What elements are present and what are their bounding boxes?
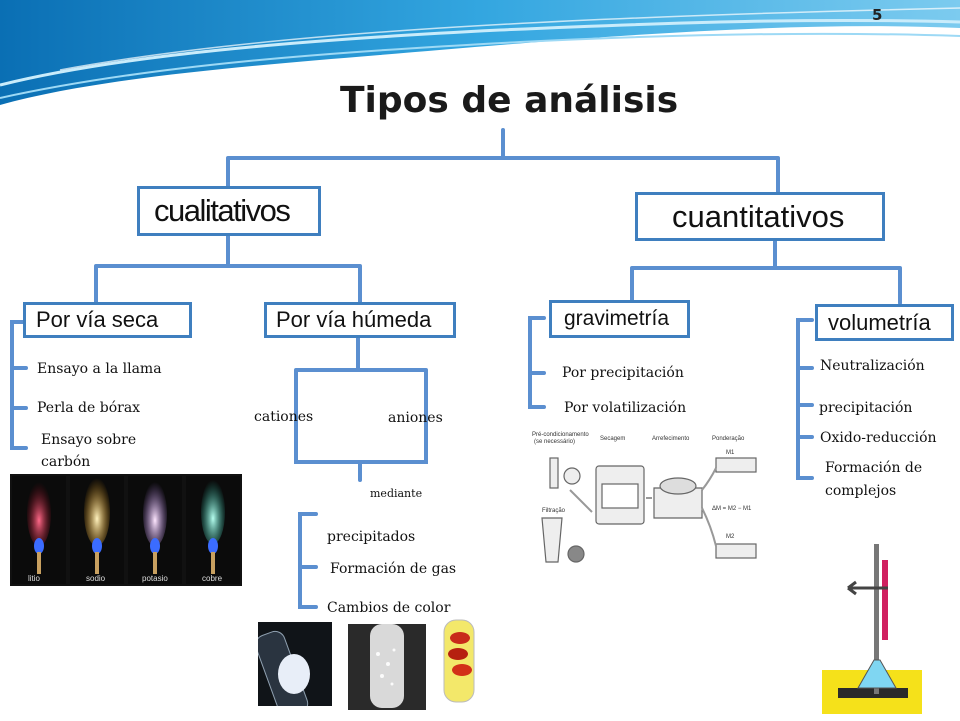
gravimetry-label: Pré-condicionamento <box>532 432 589 438</box>
gravimetry-label: Arrefecimento <box>652 436 690 442</box>
gravimetry-label: ΔM = M2 − M1 <box>712 506 752 512</box>
via-seca-item: Perla de bórax <box>37 400 141 416</box>
volumetria-item: precipitación <box>819 400 913 416</box>
via-seca-item: carbón <box>41 454 91 470</box>
flame-label: cobre <box>202 574 223 583</box>
gravimetry-label: Secagem <box>600 436 625 442</box>
cuantitativos-label: cuantitativos <box>672 198 845 234</box>
via-seca-box: Por vía seca <box>23 302 192 338</box>
volumetria-item: Formación de <box>825 460 923 476</box>
cuantitativos-box: cuantitativos <box>635 192 885 241</box>
gravimetria-box: gravimetría <box>549 300 690 338</box>
flame-label: sodio <box>86 574 106 583</box>
volumetria-item: complejos <box>825 483 897 499</box>
cualitativos-box: cualitativos <box>137 186 321 236</box>
via-humeda-label: Por vía húmeda <box>276 307 432 332</box>
via-seca-label: Por vía seca <box>36 307 159 332</box>
gravimetria-item: Por volatilización <box>564 400 687 416</box>
aniones-label: aniones <box>388 410 443 426</box>
gravimetria-item: Por precipitación <box>562 365 684 381</box>
via-seca-item: Ensayo a la llama <box>37 361 162 377</box>
mediante-label: mediante <box>370 487 423 500</box>
header-wave <box>0 0 960 105</box>
cualitativos-label: cualitativos <box>154 193 291 228</box>
via-humeda-item: Cambios de color <box>327 600 451 616</box>
gravimetry-label: M2 <box>726 534 735 540</box>
cationes-label: cationes <box>254 409 314 425</box>
gas-tube-photo <box>348 624 426 710</box>
volumetria-box: volumetría <box>815 304 954 341</box>
gravimetry-label: M1 <box>726 450 735 456</box>
titration-stand-illustration <box>818 540 928 716</box>
flame-test-photo: litio sodio potasio cobre <box>10 474 242 586</box>
gravimetry-label: Ponderação <box>712 436 745 442</box>
flame-label: potasio <box>142 574 168 583</box>
page-title: Tipos de análisis <box>340 80 679 121</box>
page-number: 5 <box>872 6 883 24</box>
via-humeda-item: precipitados <box>327 529 416 545</box>
gravimetry-label: Filtração <box>542 508 566 514</box>
volumetria-label: volumetría <box>828 309 931 335</box>
gravimetria-label: gravimetría <box>564 307 670 330</box>
gravimetry-label: (se necessário) <box>534 439 575 445</box>
color-change-tube-photo <box>430 618 488 704</box>
gravimetry-process-diagram: Pré-condicionamento (se necessário) Seca… <box>530 428 770 580</box>
via-humeda-box: Por vía húmeda <box>264 302 456 338</box>
precipitate-tube-photo <box>255 622 332 718</box>
volumetria-item: Oxido-reducción <box>820 430 937 446</box>
volumetria-item: Neutralización <box>820 358 925 374</box>
via-humeda-item: Formación de gas <box>330 561 457 577</box>
via-seca-item: Ensayo sobre <box>41 432 137 448</box>
flame-label: litio <box>28 574 41 583</box>
